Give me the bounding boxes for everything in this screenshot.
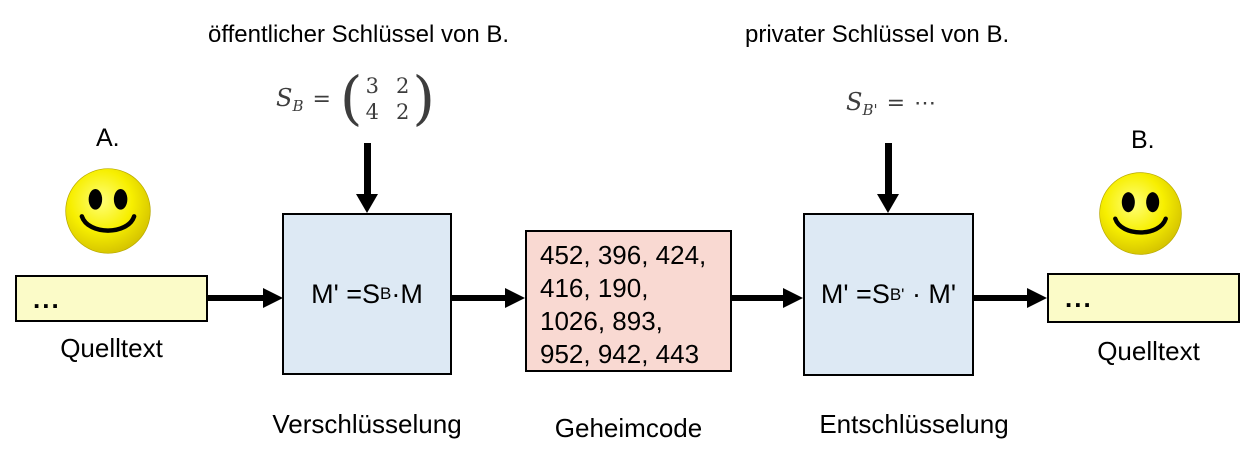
source-right-label: Quelltext: [1097, 336, 1200, 366]
smiley-face-b: [1099, 172, 1182, 255]
arrow-stem: [885, 143, 892, 196]
source-text-box-left: ...: [15, 275, 208, 322]
right-paren: ): [412, 64, 435, 133]
formula-variable: SB': [846, 87, 878, 119]
private-key-formula: SB' = ⋯: [846, 87, 940, 119]
encrypt-label: Verschlüsselung: [272, 409, 462, 439]
source-left-label: Quelltext: [60, 333, 163, 363]
equals-sign: =: [312, 86, 331, 112]
private-key-caption: privater Schlüssel von B.: [745, 21, 1010, 48]
actor-b-label: B.: [1131, 126, 1155, 154]
matrix-cell: 4: [365, 100, 379, 124]
formula-subscript: B': [889, 284, 905, 304]
key-matrix: 3 2 4 2: [363, 73, 413, 125]
equals-sign: =: [886, 90, 906, 116]
arrow-stem: [207, 295, 263, 301]
matrix-cell: 2: [395, 100, 410, 124]
cipher-numbers: 452, 396, 424, 416, 190, 1026, 893, 952,…: [527, 232, 730, 371]
matrix-cell: 3: [365, 74, 379, 98]
ellipsis-value: ⋯: [914, 90, 940, 116]
arrow-head: [877, 194, 899, 213]
arrow-head: [263, 288, 283, 308]
cipher-line: 952, 942, 443: [540, 339, 700, 369]
cipher-line: 452, 396, 424,: [540, 240, 707, 270]
actor-a-label: A.: [96, 124, 120, 152]
left-paren: (: [339, 64, 363, 133]
formula-variable: SB: [276, 83, 304, 115]
source-text-content: ...: [1065, 283, 1093, 313]
cipher-line: 416, 190,: [540, 273, 649, 303]
arrow-stem: [731, 295, 783, 301]
arrow-head: [356, 194, 378, 213]
arrow-head: [783, 288, 803, 308]
source-text-content: ...: [33, 283, 61, 314]
public-key-caption: öffentlicher Schlüssel von B.: [208, 21, 510, 48]
decrypt-label: Entschlüsselung: [819, 409, 1009, 439]
arrow-head: [1027, 288, 1047, 308]
arrow-stem: [973, 295, 1027, 301]
formula-subscript: B: [380, 284, 392, 303]
formula-subscript: B: [292, 96, 304, 115]
arrow-stem: [451, 295, 505, 301]
public-key-formula: SB = ( 3 2 4 2 ): [276, 64, 435, 133]
source-text-box-right: ...: [1047, 273, 1240, 323]
arrow-stem: [364, 143, 371, 196]
cipher-line: 1026, 893,: [540, 306, 663, 336]
cipher-box: 452, 396, 424, 416, 190, 1026, 893, 952,…: [525, 230, 732, 372]
cipher-label: Geheimcode: [554, 413, 703, 443]
matrix-cell: 2: [395, 74, 410, 98]
arrow-head: [505, 288, 525, 308]
formula-subscript: B': [862, 100, 878, 119]
smiley-face-a: [65, 168, 151, 254]
